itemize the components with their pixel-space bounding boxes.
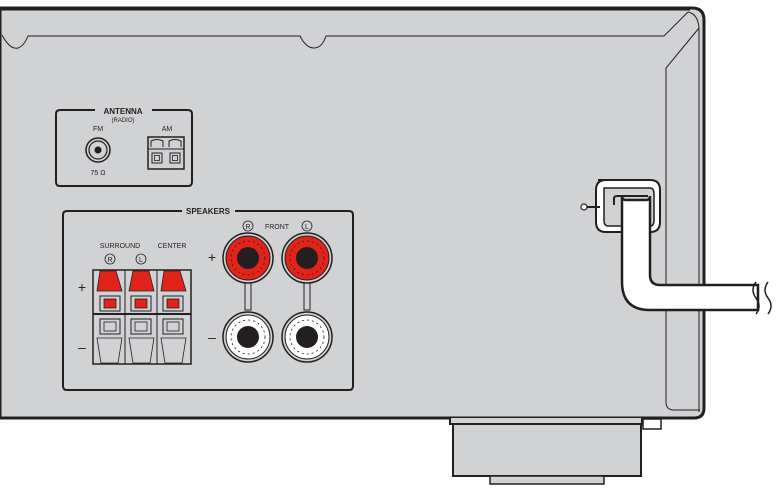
binding-post-front-right-negative[interactable] [222,311,274,363]
minus-sign-front: – [208,329,216,345]
power-cord [580,179,772,315]
antenna-title: ANTENNA [103,107,142,116]
am-terminal[interactable] [147,136,185,170]
spring-terminal-block [92,269,192,365]
terminal-center[interactable] [160,270,187,364]
svg-text:L: L [139,257,143,264]
antenna-subtitle: (RADIO) [112,118,135,124]
fm-jack[interactable] [85,137,111,163]
svg-text:L: L [305,224,309,231]
binding-post-front-right-positive[interactable] [222,232,274,284]
front-right-mark: R [242,220,254,232]
plus-sign-surround: + [78,279,86,295]
surround-right-mark: R [104,253,116,265]
center-label: CENTER [158,243,187,250]
fm-label: FM [93,126,103,133]
speakers-title: SPEAKERS [186,207,231,216]
svg-text:R: R [245,224,250,231]
surround-left-mark: L [135,253,147,265]
am-label: AM [162,126,173,133]
antenna-section: ANTENNA (RADIO) FM 75 Ω AM [55,107,193,187]
fm-impedance: 75 Ω [91,170,106,177]
speakers-section: SPEAKERS SURROUND CENTER R L + – [62,207,354,391]
terminal-surround-left[interactable] [128,270,155,364]
front-left-mark: L [301,220,313,232]
minus-sign-surround: – [78,339,86,355]
binding-post-front-left-positive[interactable] [281,232,333,284]
surround-label: SURROUND [100,243,140,250]
svg-text:R: R [107,257,112,264]
terminal-surround-right[interactable] [96,270,123,364]
front-label: FRONT [265,224,290,231]
plus-sign-front: + [208,249,216,265]
binding-post-front-left-negative[interactable] [281,311,333,363]
